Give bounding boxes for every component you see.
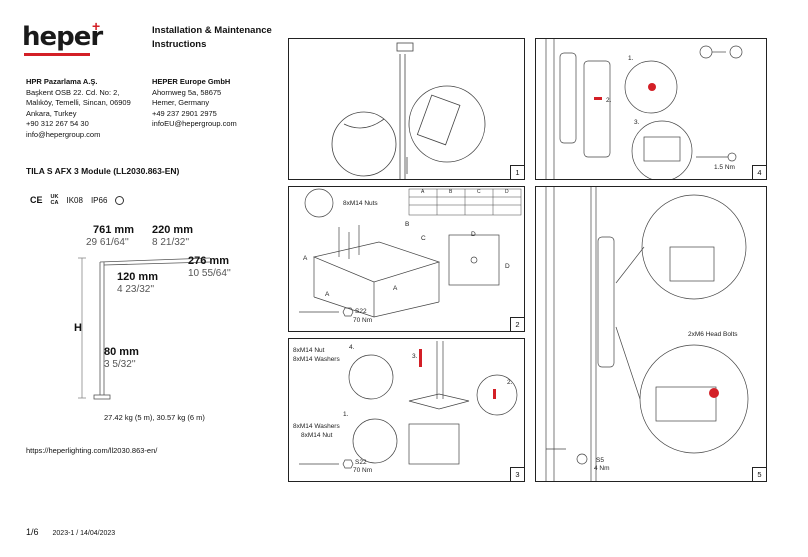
driver-connection-illustration bbox=[545, 187, 749, 481]
dim-a-right: A bbox=[393, 285, 398, 292]
head-bolts-label: 2xM6 Head Bolts bbox=[688, 331, 738, 338]
table-col-c: C bbox=[477, 189, 481, 195]
address-turkey: HPR Pazarlama A.Ş. Başkent OSB 22. Cd. N… bbox=[26, 77, 146, 140]
tool-torque: 1.5 Nm bbox=[714, 164, 735, 171]
logo-wordmark: heper bbox=[22, 22, 103, 52]
height-label: H bbox=[74, 322, 82, 334]
dim-d-top: D bbox=[471, 231, 476, 238]
pole-top-illustration bbox=[331, 42, 486, 179]
address-line: Ankara, Turkey bbox=[26, 108, 77, 118]
torque: 70 Nm bbox=[353, 467, 373, 474]
weight-text: 27.42 kg (5 m), 30.57 kg (6 m) bbox=[104, 413, 205, 422]
step-panel-4: 1. 2. 3. 1.5 Nm 4 bbox=[535, 38, 767, 180]
step-3-label: 3. bbox=[412, 353, 418, 360]
dim-220-in: 8 21/32'' bbox=[152, 237, 190, 248]
dim-276-in: 10 55/64'' bbox=[188, 268, 231, 279]
revision-date: 2023-1 / 14/04/2023 bbox=[52, 530, 116, 537]
dim-80: 80 mm bbox=[104, 346, 139, 358]
dim-220: 220 mm bbox=[152, 224, 193, 236]
pole-dimension-drawing bbox=[78, 257, 211, 400]
phone: +90 312 267 54 30 bbox=[26, 119, 89, 128]
table-col-d: D bbox=[505, 189, 509, 195]
document-title: Installation & Maintenance Instructions bbox=[152, 25, 272, 50]
wrench-size: S5 bbox=[596, 457, 604, 464]
address-line: Ahornweg 5a, 58675 bbox=[152, 87, 222, 97]
email: infoEU@hepergroup.com bbox=[152, 119, 237, 128]
step-panel-2: A B C D 8xM14 Nuts B C D D A A A S22 70 … bbox=[288, 186, 525, 332]
wrench-size: S22 bbox=[355, 459, 367, 466]
dim-d-side: D bbox=[505, 263, 510, 270]
dim-120-in: 4 23/32'' bbox=[117, 284, 155, 295]
dim-80-in: 3 5/32'' bbox=[104, 359, 136, 370]
step-number: 3 bbox=[510, 467, 524, 481]
heper-logo: heper + bbox=[22, 18, 103, 56]
dim-761: 761 mm bbox=[93, 224, 134, 236]
dim-276: 276 mm bbox=[188, 255, 229, 267]
foundation-illustration bbox=[299, 188, 522, 318]
step-panel-3: 4. 8xM14 Nut 8xM14 Washers 3. 2. 1. 8xM1… bbox=[288, 338, 525, 482]
footer: 1/6 2023-1 / 14/04/2023 bbox=[26, 527, 115, 537]
pole-mount-illustration bbox=[299, 341, 518, 469]
step-number: 5 bbox=[752, 467, 766, 481]
nuts-label: 8xM14 Nuts bbox=[343, 200, 378, 207]
step-2-label: 2. bbox=[507, 379, 513, 386]
step-number: 1 bbox=[510, 165, 524, 179]
door-open-illustration bbox=[545, 39, 743, 179]
step-4-text-1: 8xM14 Nut bbox=[293, 347, 325, 354]
step-4-label: 4. bbox=[349, 344, 355, 351]
dim-c: C bbox=[421, 235, 426, 242]
step-1-label: 1. bbox=[343, 411, 349, 418]
ik-rating: IK08 bbox=[66, 195, 83, 205]
step-number: 2 bbox=[510, 317, 524, 331]
wrench-size: S22 bbox=[355, 308, 367, 315]
step-1-text-1: 8xM14 Washers bbox=[293, 423, 340, 430]
address-line: Malıköy, Temelli, Sincan, 06909 bbox=[26, 98, 131, 107]
torque: 70 Nm bbox=[353, 317, 373, 324]
dim-b: B bbox=[405, 221, 410, 228]
table-col-b: B bbox=[449, 189, 453, 195]
logo-underline bbox=[24, 53, 90, 56]
ce-mark-icon: CE bbox=[30, 195, 43, 205]
step-2-label: 2. bbox=[606, 97, 612, 104]
step-panel-5: 2xM6 Head Bolts S5 4 Nm 5 bbox=[535, 186, 767, 482]
step-number: 4 bbox=[752, 165, 766, 179]
step-1-label: 1. bbox=[628, 55, 634, 62]
torque: 4 Nm bbox=[594, 465, 610, 472]
page-number: 1/6 bbox=[26, 527, 39, 537]
dim-761-in: 29 61/64'' bbox=[86, 237, 129, 248]
logo-plus-icon: + bbox=[92, 18, 101, 34]
dim-a-left: A bbox=[303, 255, 308, 262]
step-panel-1: 1 bbox=[288, 38, 525, 180]
table-col-a: A bbox=[421, 189, 425, 195]
company-name: HPR Pazarlama A.Ş. bbox=[26, 77, 98, 86]
dim-120: 120 mm bbox=[117, 271, 158, 283]
class-symbol-icon bbox=[115, 195, 125, 205]
company-name: HEPER Europe GmbH bbox=[152, 77, 231, 86]
address-line: Başkent OSB 22. Cd. No: 2, bbox=[26, 87, 120, 97]
address-line: Hemer, Germany bbox=[152, 98, 210, 107]
dim-a-bottom: A bbox=[325, 291, 330, 298]
phone: +49 237 2901 2975 bbox=[152, 108, 217, 118]
product-url[interactable]: https://heperlighting.com/ll2030.863-en/ bbox=[26, 446, 158, 455]
model-title: TILA S AFX 3 Module (LL2030.863-EN) bbox=[26, 166, 180, 176]
step-4-text-2: 8xM14 Washers bbox=[293, 356, 340, 363]
step-1-text-2: 8xM14 Nut bbox=[301, 432, 333, 439]
ip-rating: IP66 bbox=[90, 195, 108, 205]
address-germany: HEPER Europe GmbH Ahornweg 5a, 58675 Hem… bbox=[152, 77, 272, 130]
step-3-label: 3. bbox=[634, 119, 640, 126]
email: info@hepergroup.com bbox=[26, 129, 101, 139]
